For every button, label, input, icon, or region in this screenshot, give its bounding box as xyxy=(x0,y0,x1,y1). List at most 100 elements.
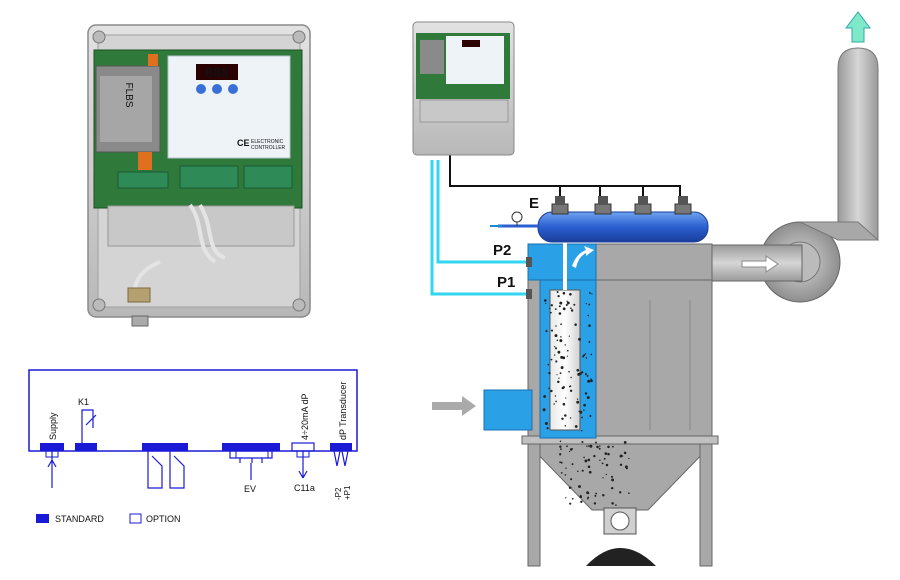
transformer-brand: FLBS xyxy=(123,82,134,107)
dust-particle xyxy=(557,350,561,354)
tube-p1 xyxy=(430,160,530,296)
dust-particle xyxy=(628,492,630,494)
dust-particle xyxy=(560,366,564,370)
pressure-ports xyxy=(333,450,349,467)
dust-particle xyxy=(623,451,627,455)
dust-particle xyxy=(554,334,558,338)
screw-top-left xyxy=(92,30,106,44)
air-manifold xyxy=(537,211,709,243)
dust-particle xyxy=(550,358,553,361)
dust-particle xyxy=(628,457,630,460)
relay-top xyxy=(148,54,158,66)
valve-cable xyxy=(449,155,681,196)
screw-bottom-right xyxy=(292,298,306,312)
dust-particle xyxy=(593,502,597,505)
dust-particle xyxy=(582,355,585,358)
dust-particle xyxy=(586,374,589,377)
pressure-fittings xyxy=(127,287,151,303)
dust-particle xyxy=(586,491,589,494)
display-digits: 888 xyxy=(205,64,229,80)
dust-particle xyxy=(594,494,597,497)
dust-particle xyxy=(550,329,554,332)
dust-particle xyxy=(587,379,591,383)
dust-particle xyxy=(554,308,557,310)
dust-particle xyxy=(581,371,584,374)
supply-label: Supply xyxy=(48,412,58,440)
filter-system: E P2 P1 xyxy=(412,11,880,567)
cable-gland xyxy=(131,315,149,327)
relay-contacts xyxy=(147,451,185,489)
ev-label: EV xyxy=(244,484,256,494)
small-controller-display xyxy=(462,40,480,47)
leg-left xyxy=(527,443,541,567)
dust-particle xyxy=(583,403,586,407)
dust-particle xyxy=(559,301,563,305)
dust-particle xyxy=(570,307,572,310)
dust-particle xyxy=(583,456,585,459)
dust-particle xyxy=(550,389,553,393)
terminal-block-2 xyxy=(179,165,239,189)
display xyxy=(196,64,238,80)
connector-relays xyxy=(142,443,188,451)
wiring-diagram: Supply K1 4÷20mA dP dP Transducer EV C11… xyxy=(28,369,358,524)
dust-particle xyxy=(562,307,566,311)
inlet-arrow xyxy=(432,396,476,416)
panel-text-2: CONTROLLER xyxy=(251,145,286,151)
dust-particle xyxy=(602,494,605,497)
dust-particle xyxy=(559,440,562,443)
dust-particle xyxy=(564,474,567,476)
board-outline xyxy=(28,369,358,452)
dust-particle xyxy=(545,302,547,305)
dust-particle xyxy=(612,445,614,448)
transformer-label xyxy=(100,76,152,142)
dust-particle xyxy=(611,502,614,505)
dust-particle xyxy=(555,325,557,327)
legend-standard-label: STANDARD xyxy=(55,514,104,524)
dust-particle xyxy=(601,462,604,465)
dust-particle xyxy=(578,410,580,412)
dust-particle xyxy=(605,473,607,476)
k1-label: K1 xyxy=(78,397,89,407)
dust-particle xyxy=(561,386,565,390)
legend-standard-swatch xyxy=(36,514,49,523)
dust-particle xyxy=(587,465,591,469)
dust-particle xyxy=(580,500,583,503)
dust-particle xyxy=(558,305,561,308)
dust-particle xyxy=(603,457,606,460)
dust-particle xyxy=(607,452,610,456)
dust-particle xyxy=(573,303,576,306)
dust-particle xyxy=(590,353,593,356)
dust-particle xyxy=(569,417,572,419)
pressure-gauge xyxy=(511,211,523,223)
ev-terminal xyxy=(235,450,269,459)
dust-particle xyxy=(562,291,566,295)
screw-bottom-left xyxy=(92,298,106,312)
dust-particle xyxy=(615,504,617,506)
dust-particle xyxy=(593,454,596,458)
relay xyxy=(138,152,152,170)
dust-particle xyxy=(587,314,589,317)
dust-particle xyxy=(588,324,591,327)
p1-plus-label: +P1 xyxy=(343,485,352,500)
dust-particle xyxy=(560,323,562,326)
dust-particle xyxy=(590,379,593,383)
dust-particle xyxy=(610,475,614,478)
dust-particle xyxy=(621,455,624,457)
dust-particle xyxy=(559,445,562,448)
ce-mark: CE xyxy=(237,138,250,148)
dust-particle xyxy=(558,377,560,379)
dust-particle xyxy=(557,380,560,384)
dust-particle xyxy=(556,374,558,376)
dust-particle xyxy=(550,311,552,314)
dust-particle xyxy=(583,409,585,411)
dust-particle xyxy=(588,445,590,447)
tube-p2 xyxy=(436,160,530,264)
dust-particle xyxy=(565,397,567,399)
dust-particle xyxy=(548,371,551,375)
dust-particle xyxy=(560,472,563,474)
dust-particle xyxy=(549,307,551,310)
dust-particle xyxy=(586,396,590,399)
button-right xyxy=(228,84,238,94)
connector-analog xyxy=(291,442,315,452)
dust-particle xyxy=(623,441,627,444)
